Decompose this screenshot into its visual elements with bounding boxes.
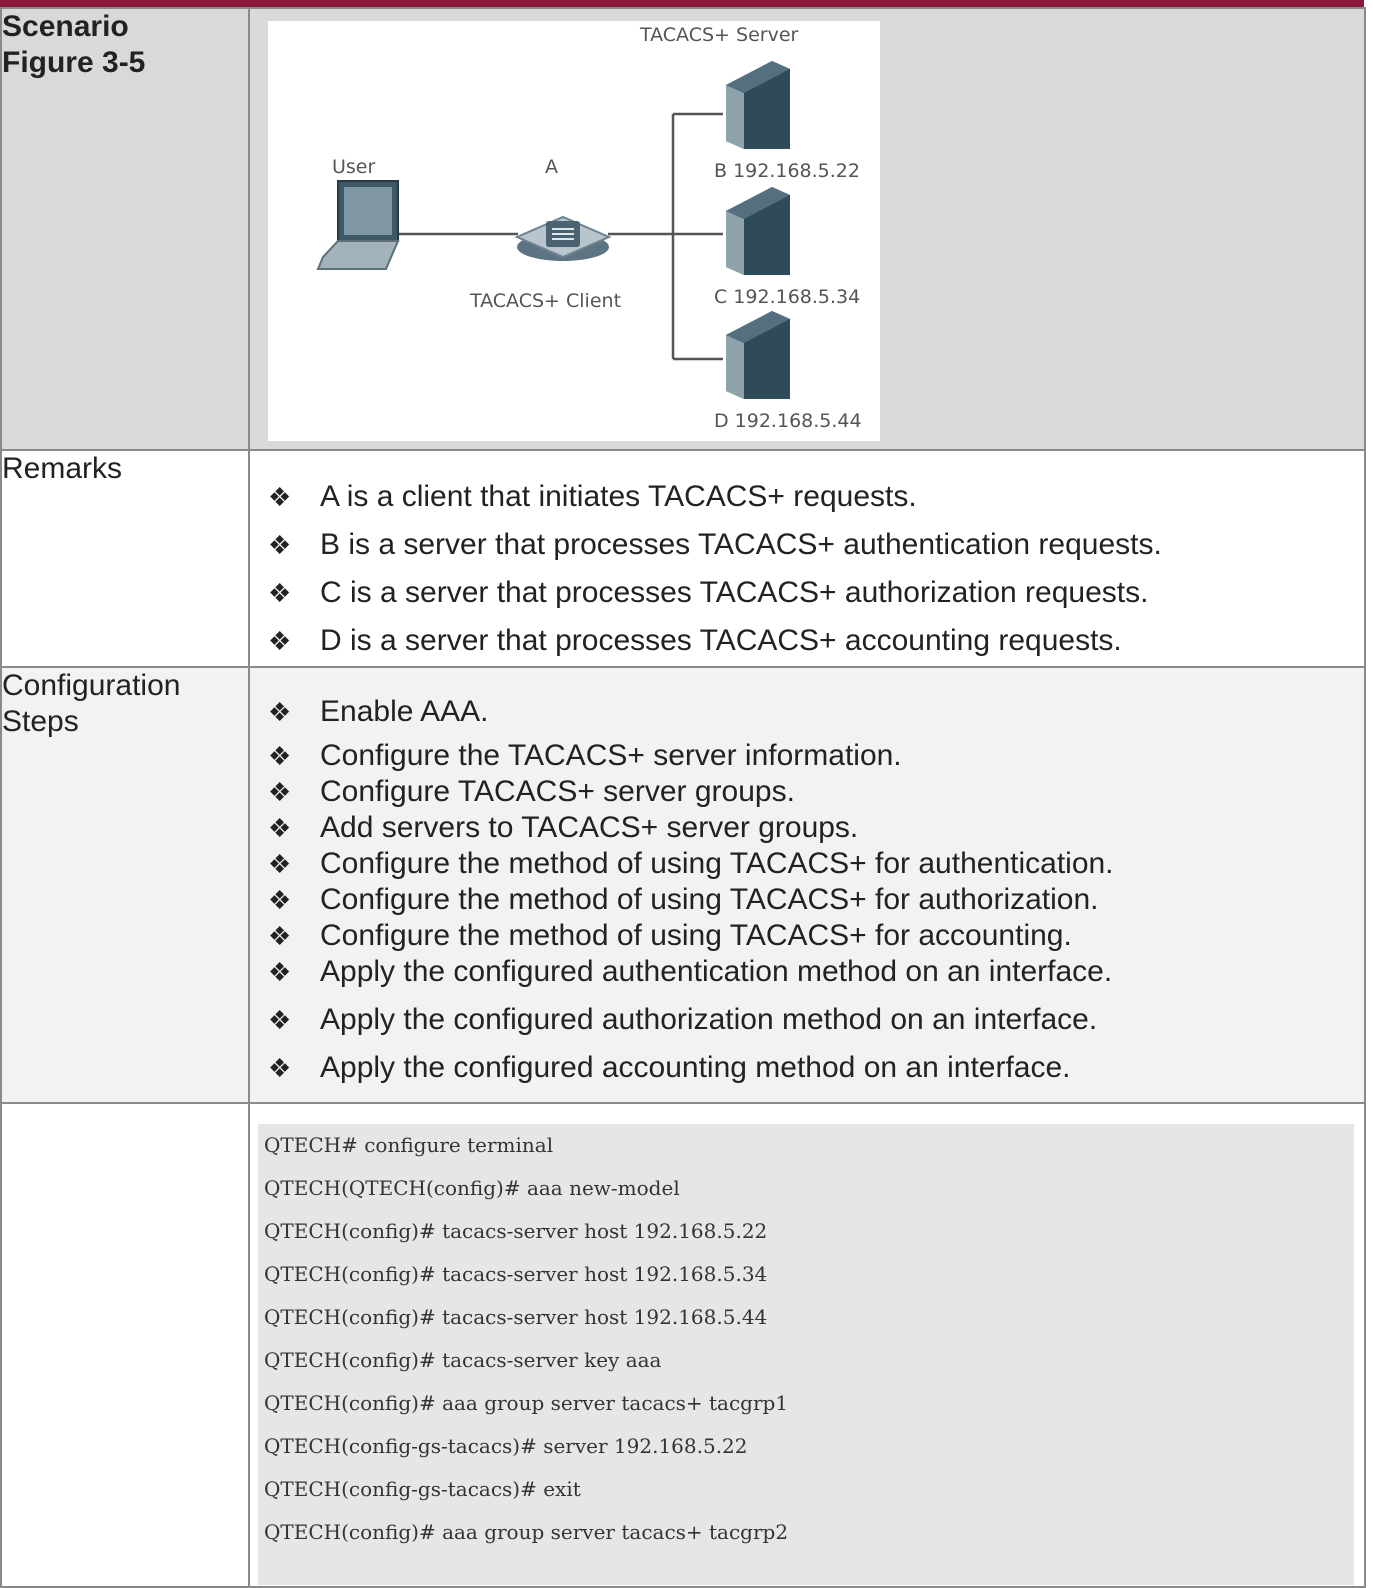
step-text: Configure the method of using TACACS+ fo… xyxy=(320,883,1099,916)
step-text: Add servers to TACACS+ server groups. xyxy=(320,811,859,844)
server-d-icon xyxy=(726,311,790,399)
server-b-icon xyxy=(726,61,790,149)
step-text: Configure TACACS+ server groups. xyxy=(320,775,795,808)
step-text: Enable AAA. xyxy=(320,695,489,728)
bullet-icon: ❖ xyxy=(268,777,292,807)
steps-cell: ❖ Enable AAA. ❖ Configure the TACACS+ serv… xyxy=(248,666,1366,1104)
scenario-label: Scenario Figure 3-5 xyxy=(0,7,250,451)
code-line: QTECH(QTECH(config)# aaa new-model xyxy=(264,1176,680,1200)
scenario-label-line2: Figure 3-5 xyxy=(2,46,146,79)
bullet-icon: ❖ xyxy=(268,578,292,608)
code-line: QTECH(config-gs-tacacs)# exit xyxy=(264,1477,581,1501)
laptop-icon xyxy=(316,180,400,270)
step-item: ❖ Configure the TACACS+ server informatio… xyxy=(268,738,1364,774)
step-text: Configure the method of using TACACS+ fo… xyxy=(320,919,1072,952)
code-label xyxy=(0,1102,250,1588)
bullet-icon: ❖ xyxy=(268,697,292,727)
code-line: QTECH(config)# tacacs-server host 192.16… xyxy=(264,1219,768,1243)
step-item: ❖ Add servers to TACACS+ server groups. xyxy=(268,810,1364,846)
steps-list: ❖ Enable AAA. ❖ Configure the TACACS+ serv… xyxy=(250,690,1364,1086)
remarks-row: Remarks ❖ A is a client that initiates TA… xyxy=(0,449,1366,668)
step-item: ❖ Apply the configured authentication met… xyxy=(268,954,1364,990)
server-c-icon xyxy=(726,187,790,275)
code-block: QTECH# configure terminal QTECH(QTECH(co… xyxy=(258,1124,1354,1585)
scenario-row: Scenario Figure 3-5 xyxy=(0,7,1366,451)
server-d-label: D 192.168.5.44 xyxy=(714,410,862,432)
code-line: QTECH(config-gs-tacacs)# server 192.168.… xyxy=(264,1434,748,1458)
user-label: User xyxy=(332,156,375,178)
step-text: Configure the TACACS+ server information… xyxy=(320,739,902,772)
bullet-icon: ❖ xyxy=(268,813,292,843)
step-item: ❖ Configure the method of using TACACS+ f… xyxy=(268,846,1364,882)
steps-row: Configuration Steps ❖ Enable AAA. ❖ Config… xyxy=(0,666,1366,1104)
remark-text: B is a server that processes TACACS+ aut… xyxy=(320,528,1162,561)
step-item: ❖ Configure TACACS+ server groups. xyxy=(268,774,1364,810)
figure-cell: TACACS+ Server User A B 192.168.5.22 TAC… xyxy=(248,7,1366,451)
bullet-icon: ❖ xyxy=(268,1005,292,1035)
remark-text: D is a server that processes TACACS+ acc… xyxy=(320,624,1122,657)
client-label: TACACS+ Client xyxy=(469,290,621,312)
step-text: Apply the configured authorization metho… xyxy=(320,1003,1098,1036)
bullet-icon: ❖ xyxy=(268,957,292,987)
remark-item: ❖ C is a server that processes TACACS+ au… xyxy=(268,569,1364,617)
server-b-label: B 192.168.5.22 xyxy=(714,160,860,182)
bullet-icon: ❖ xyxy=(268,1053,292,1083)
network-topology-figure: TACACS+ Server User A B 192.168.5.22 TAC… xyxy=(268,21,880,441)
remarks-cell: ❖ A is a client that initiates TACACS+ re… xyxy=(248,449,1366,668)
step-text: Configure the method of using TACACS+ fo… xyxy=(320,847,1114,880)
scenario-label-line1: Scenario xyxy=(2,10,129,43)
step-item: ❖ Apply the configured authorization meth… xyxy=(268,1002,1364,1038)
step-item: ❖ Enable AAA. xyxy=(268,690,1364,734)
remark-text: C is a server that processes TACACS+ aut… xyxy=(320,576,1149,609)
steps-label-line1: Configuration xyxy=(2,669,181,702)
remark-text: A is a client that initiates TACACS+ req… xyxy=(320,480,917,513)
server-c-label: C 192.168.5.34 xyxy=(714,286,860,308)
bullet-icon: ❖ xyxy=(268,530,292,560)
code-line: QTECH(config)# tacacs-server host 192.16… xyxy=(264,1262,768,1286)
bullet-icon: ❖ xyxy=(268,482,292,512)
code-line: QTECH# configure terminal xyxy=(264,1133,554,1157)
step-item: ❖ Configure the method of using TACACS+ f… xyxy=(268,882,1364,918)
code-row: QTECH# configure terminal QTECH(QTECH(co… xyxy=(0,1102,1366,1588)
step-text: Apply the configured authentication meth… xyxy=(320,955,1113,988)
step-item: ❖ Apply the configured accounting method … xyxy=(268,1050,1364,1086)
remarks-list: ❖ A is a client that initiates TACACS+ re… xyxy=(250,473,1364,665)
bullet-icon: ❖ xyxy=(268,626,292,656)
code-line: QTECH(config)# tacacs-server host 192.16… xyxy=(264,1305,768,1329)
bullet-icon: ❖ xyxy=(268,741,292,771)
switch-a-icon xyxy=(514,215,612,261)
switch-a-label: A xyxy=(545,156,558,178)
remark-item: ❖ A is a client that initiates TACACS+ re… xyxy=(268,473,1364,521)
steps-label: Configuration Steps xyxy=(0,666,250,1104)
bullet-icon: ❖ xyxy=(268,849,292,879)
code-cell: QTECH# configure terminal QTECH(QTECH(co… xyxy=(248,1102,1366,1588)
remarks-label: Remarks xyxy=(0,449,250,668)
code-line: QTECH(config)# aaa group server tacacs+ … xyxy=(264,1391,789,1415)
remark-item: ❖ D is a server that processes TACACS+ ac… xyxy=(268,617,1364,665)
top-accent-bar xyxy=(0,0,1364,7)
code-line: QTECH(config)# aaa group server tacacs+ … xyxy=(264,1520,789,1544)
steps-label-line2: Steps xyxy=(2,705,79,738)
server-group-title: TACACS+ Server xyxy=(639,24,799,46)
remark-item: ❖ B is a server that processes TACACS+ au… xyxy=(268,521,1364,569)
code-line: QTECH(config)# tacacs-server key aaa xyxy=(264,1348,662,1372)
step-item: ❖ Configure the method of using TACACS+ f… xyxy=(268,918,1364,954)
bullet-icon: ❖ xyxy=(268,885,292,915)
step-text: Apply the configured accounting method o… xyxy=(320,1051,1071,1084)
scenario-table: Scenario Figure 3-5 xyxy=(0,7,1366,1588)
bullet-icon: ❖ xyxy=(268,921,292,951)
